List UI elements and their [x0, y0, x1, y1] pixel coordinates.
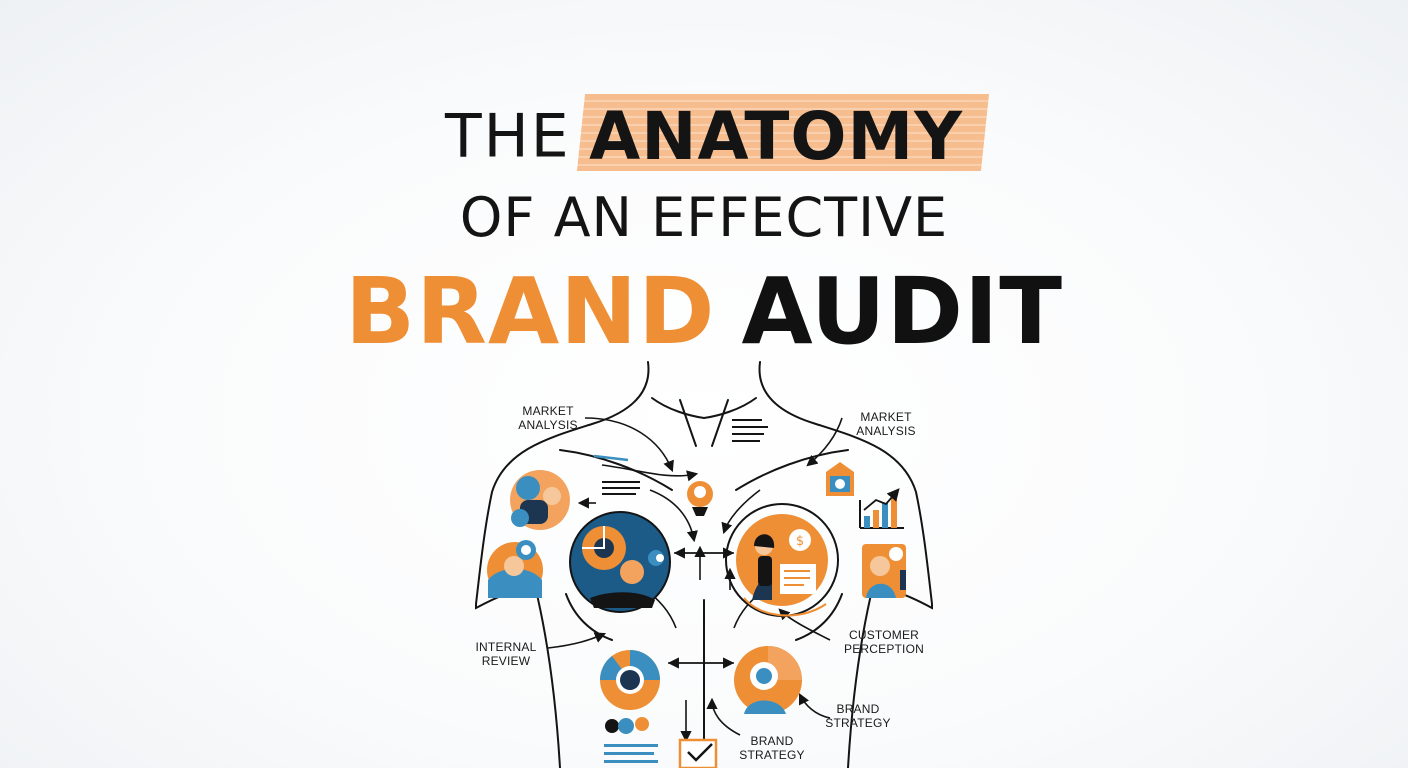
label-line: STRATEGY	[739, 748, 805, 762]
label-internal-review: INTERNAL REVIEW	[466, 640, 546, 668]
label-line: REVIEW	[481, 654, 531, 668]
label-line: INTERNAL	[475, 640, 537, 654]
label-market-analysis-right: MARKET ANALYSIS	[846, 410, 926, 438]
label-line: STRATEGY	[825, 716, 891, 730]
title-the: THE	[444, 101, 571, 172]
label-brand-strategy-right: BRAND STRATEGY	[820, 702, 896, 730]
data-analysis-icon	[569, 511, 671, 613]
text-lines-decoration	[602, 419, 768, 495]
label-line: ANALYSIS	[856, 424, 916, 438]
lightbulb-icon	[687, 481, 713, 516]
label-line: PERCEPTION	[843, 642, 924, 656]
title-brand: BRAND	[345, 258, 716, 365]
label-line: MARKET	[522, 404, 574, 418]
person-review-icon	[487, 540, 543, 598]
label-brand-strategy-bottom: BRAND STRATEGY	[734, 734, 810, 762]
customer-perception-icon: $	[725, 503, 839, 617]
svg-text:$: $	[796, 534, 804, 549]
title-of-an-effective: OF AN EFFECTIVE	[459, 186, 949, 249]
title-audit: AUDIT	[741, 258, 1063, 365]
label-customer-perception: CUSTOMER PERCEPTION	[836, 628, 932, 656]
label-line: CUSTOMER	[848, 628, 920, 642]
brain-strategy-icon	[734, 646, 802, 714]
envelope-icon	[826, 462, 854, 496]
anatomy-highlight: ANATOMY	[577, 94, 990, 175]
title-anatomy: ANATOMY	[589, 98, 963, 175]
small-people-icon	[604, 717, 658, 763]
progress-ring-icon	[600, 650, 660, 710]
label-line: BRAND	[836, 702, 880, 716]
team-puzzle-icon	[862, 544, 906, 598]
checklist-icon	[678, 738, 718, 768]
title-line-1: THE ANATOMY	[0, 94, 1408, 178]
accent-dash	[593, 454, 629, 462]
people-meeting-icon	[510, 470, 570, 530]
label-line: BRAND	[750, 734, 794, 748]
label-market-analysis-left: MARKET ANALYSIS	[508, 404, 588, 432]
label-line: ANALYSIS	[518, 418, 578, 432]
title-line-2: OF AN EFFECTIVE	[0, 186, 1408, 256]
label-line: MARKET	[860, 410, 912, 424]
bar-chart-icon	[859, 488, 904, 529]
